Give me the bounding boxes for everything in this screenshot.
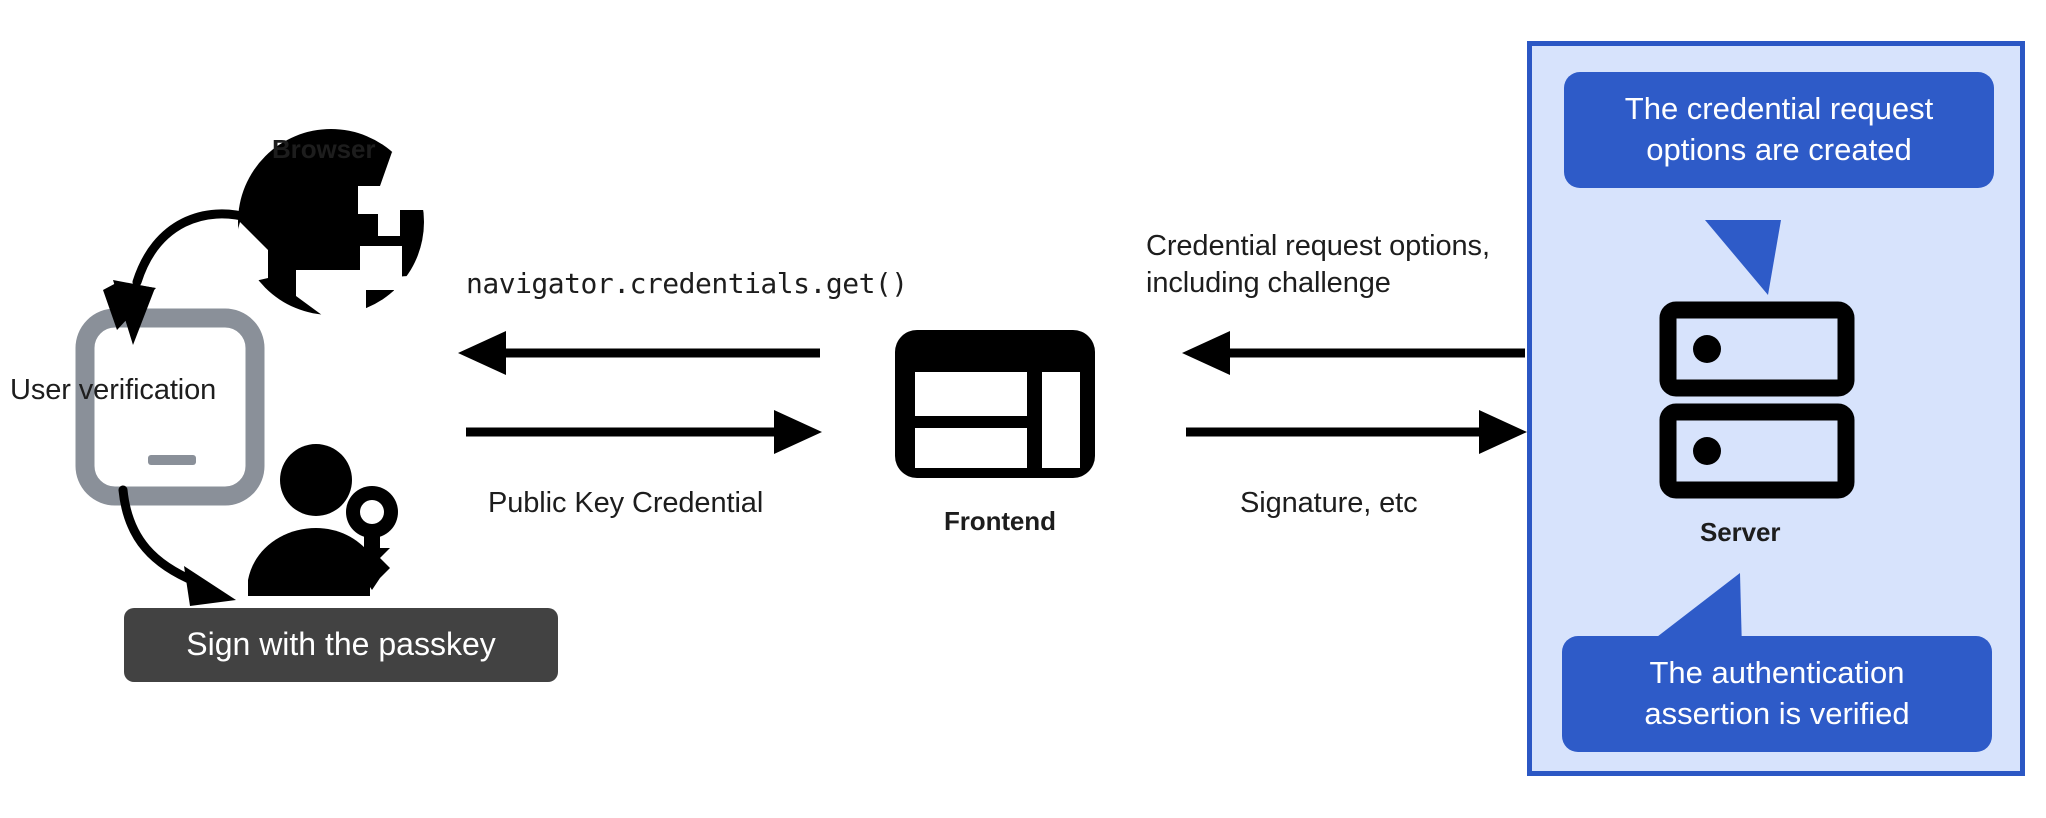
server-label: Server [1700,517,1781,547]
arrow-left-browser-frontend [458,331,820,375]
tooltip-sign-with-passkey: Sign with the passkey [124,608,558,682]
callout-authentication-assertion: The authentication assertion is verified [1562,636,1992,752]
arrow-right-browser-frontend [466,410,822,454]
person-with-key-icon [248,444,398,596]
edge-label-signature-etc: Signature, etc [1240,487,1418,519]
browser-label: Browser [272,134,376,164]
edge-label-credential-request-options: Credential request options, including ch… [1146,230,1490,300]
arrow-browser-to-phone [103,209,255,345]
user-verification-label: User verification [10,374,217,406]
frontend-label: Frontend [944,506,1056,536]
frontend-window-icon [895,330,1095,478]
arrow-phone-to-user [118,485,236,606]
edge-label-public-key-credential: Public Key Credential [488,487,764,519]
edge-label-navigator-get: navigator.credentials.get() [466,267,908,300]
callout-credential-request-options: The credential request options are creat… [1564,72,1994,188]
arrow-right-frontend-server [1186,410,1527,454]
arrow-left-frontend-server [1182,331,1525,375]
